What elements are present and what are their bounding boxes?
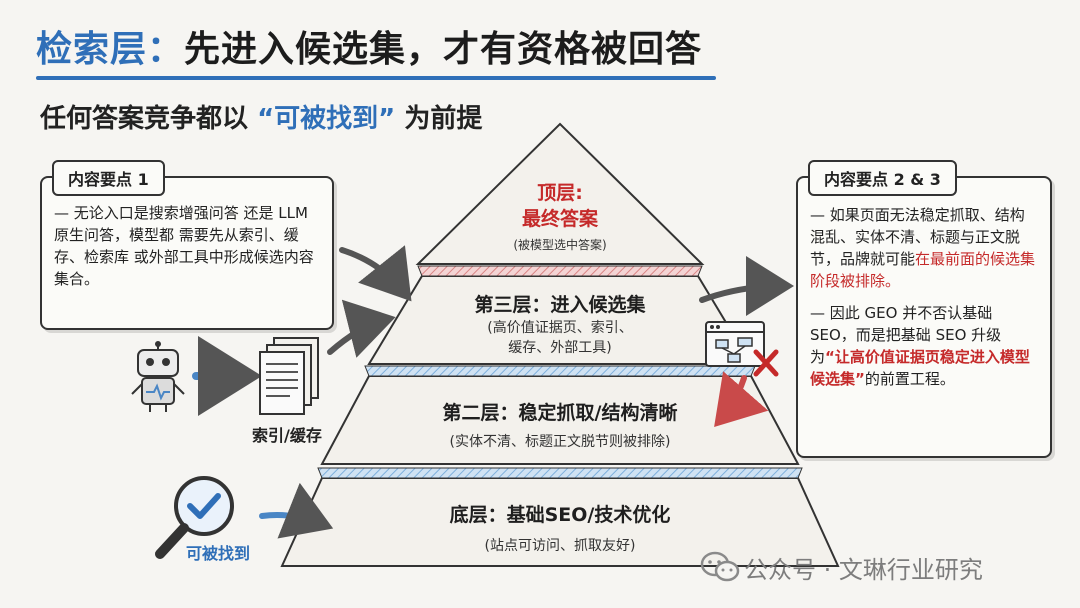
arrow-pyramid-to-right-card bbox=[699, 256, 794, 317]
left-info-card bbox=[40, 176, 334, 330]
subtitle: 任何答案竞争都以 “可被找到” 为前提 bbox=[40, 98, 482, 135]
base-title: 底层：基础SEO/技术优化 bbox=[449, 504, 671, 526]
right-info-card bbox=[796, 176, 1052, 458]
robot-icon bbox=[131, 341, 185, 412]
watermark-text: 公众号 · 文琳行业研究 bbox=[744, 556, 983, 584]
wechat-icon bbox=[700, 551, 740, 582]
excluded-page-icon bbox=[705, 321, 779, 377]
layer3-sub-line1: (高价值证据页、索引、 bbox=[487, 320, 633, 336]
right-card-p2-b: 的前置工程。 bbox=[864, 370, 955, 388]
top-layer-label: 顶层: 最终答案 (被模型选中答案) bbox=[460, 180, 660, 253]
title-underline bbox=[36, 76, 716, 80]
top-layer-title-line2: 最终答案 bbox=[521, 208, 598, 230]
layer2-stripe bbox=[364, 365, 756, 377]
left-card-text: — 无论入口是搜索增强问答 还是 LLM 原生问答，模型都 需要先从索引、缓存、… bbox=[54, 204, 314, 288]
base-layer-label: 底层：基础SEO/技术优化 (站点可访问、抓取友好) bbox=[330, 500, 790, 555]
right-card-p1-normal: — 如果页面无法稳定抓取、结构混乱、实体不清、标题与正文脱节，品牌就可能 bbox=[810, 206, 1025, 268]
index-cache-caption: 索引/缓存 bbox=[252, 426, 322, 445]
left-card-label: 内容要点 1 bbox=[52, 160, 165, 196]
base-stripe bbox=[317, 467, 803, 479]
layer3-label: 第三层：进入候选集 (高价值证据页、索引、 缓存、外部工具) bbox=[410, 290, 710, 357]
right-card-text: — 如果页面无法稳定抓取、结构混乱、实体不清、标题与正文脱节，品牌就可能在最前面… bbox=[810, 204, 1038, 400]
subtitle-quote: “可被找到” bbox=[257, 104, 396, 134]
layer2-sub: (实体不清、标题正文脱节则被排除) bbox=[449, 434, 671, 450]
magnifier-check-icon bbox=[155, 476, 234, 559]
right-card-paragraph-1: — 如果页面无法稳定抓取、结构混乱、实体不清、标题与正文脱节，品牌就可能在最前面… bbox=[810, 204, 1038, 292]
title-prefix: 检索层： bbox=[36, 29, 185, 70]
layer3-sub-line2: 缓存、外部工具) bbox=[508, 340, 612, 356]
layer3-stripe bbox=[417, 265, 703, 277]
right-card-p2-quote: “让高价值证据页稳定进入模型候选集” bbox=[810, 348, 1030, 388]
top-layer-title-line1: 顶层: bbox=[537, 182, 583, 204]
right-card-p1-red: 在最前面的候选集阶段被排除。 bbox=[810, 250, 1036, 290]
top-layer-sub: (被模型选中答案) bbox=[513, 238, 607, 252]
arrow-magnifier-to-base bbox=[259, 482, 334, 539]
page-title: 检索层：先进入候选集，才有资格被回答 bbox=[36, 24, 716, 84]
right-card-paragraph-2: — 因此 GEO 并不否认基础 SEO，而是把基础 SEO 升级为“让高价值证据… bbox=[810, 302, 1038, 390]
arrow-exclusion-to-layer2 bbox=[714, 371, 769, 428]
subtitle-part-b: 为前提 bbox=[404, 104, 483, 134]
right-card-label: 内容要点 2 & 3 bbox=[808, 160, 957, 196]
findable-caption: 可被找到 bbox=[186, 544, 251, 563]
base-sub: (站点可访问、抓取友好) bbox=[484, 538, 636, 554]
layer3-title: 第三层：进入候选集 bbox=[474, 294, 646, 316]
layer2-label: 第二层：稳定抓取/结构清晰 (实体不清、标题正文脱节则被排除) bbox=[360, 398, 760, 451]
subtitle-part-a: 任何答案竞争都以 bbox=[40, 104, 249, 134]
arrow-left-card-to-pyramid bbox=[339, 245, 412, 302]
title-main: 先进入候选集，才有资格被回答 bbox=[184, 29, 703, 70]
right-card-p2-a: — 因此 GEO 并不否认基础 SEO，而是把基础 SEO 升级为 bbox=[810, 304, 1002, 366]
arrow-docs-to-pyramid bbox=[327, 299, 396, 358]
pyramid-top-layer bbox=[415, 122, 705, 265]
documents-icon bbox=[259, 337, 319, 415]
layer2-title: 第二层：稳定抓取/结构清晰 bbox=[442, 402, 678, 424]
